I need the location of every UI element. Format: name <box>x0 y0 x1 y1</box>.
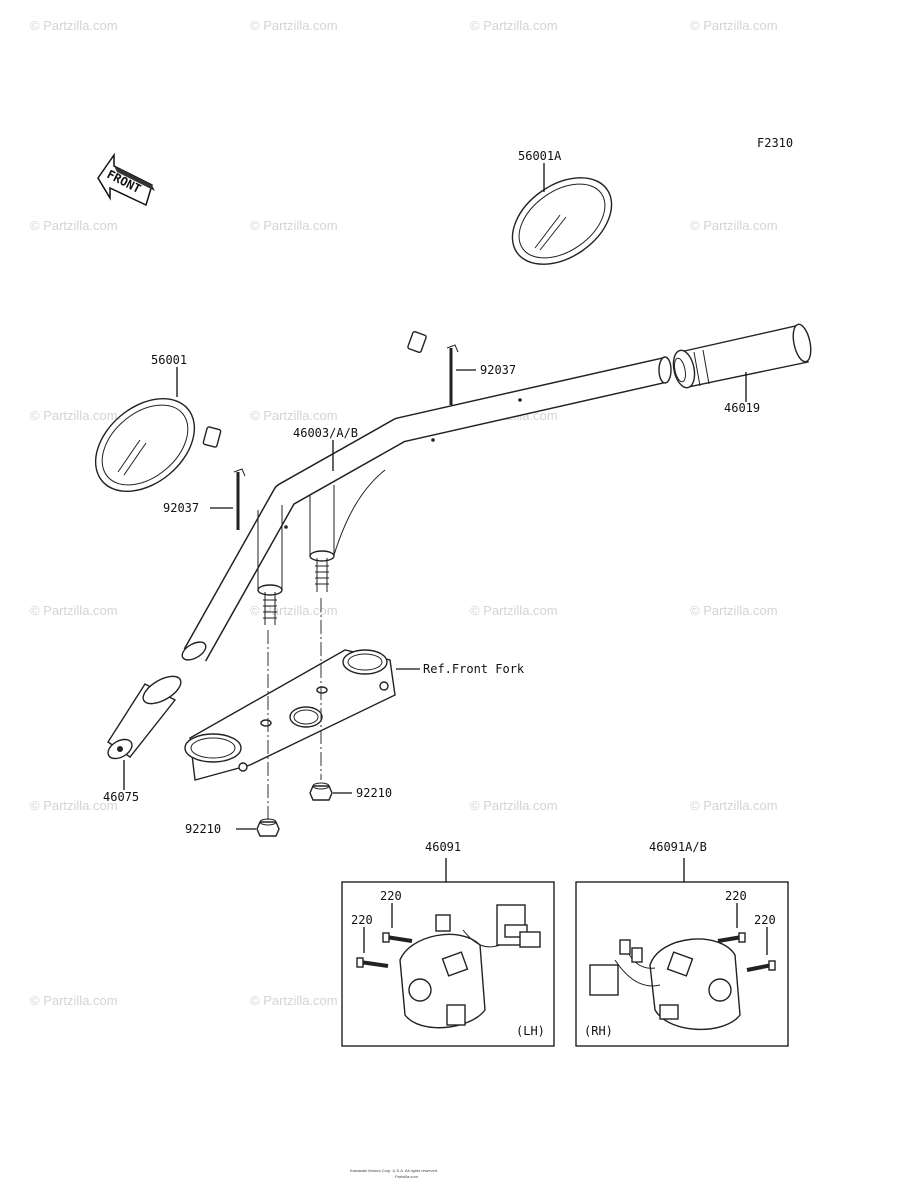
watermark: © Partzilla.com <box>30 218 118 233</box>
watermark: © Partzilla.com <box>250 408 338 423</box>
part-label-220-rh-upper: 220 <box>725 889 747 903</box>
watermark: © Partzilla.com <box>30 603 118 618</box>
cable-band-upper <box>446 344 459 405</box>
part-label-46091ab: 46091A/B <box>649 840 707 854</box>
footer-copyright: Kawasaki Motors Corp. U.S.A. All rights … <box>350 1168 438 1173</box>
part-label-46091: 46091 <box>425 840 461 854</box>
handlebar <box>181 356 672 662</box>
watermark: © Partzilla.com <box>30 408 118 423</box>
watermark: © Partzilla.com <box>250 18 338 33</box>
part-label-220-lh-upper: 220 <box>380 889 402 903</box>
nut-left <box>256 818 280 837</box>
screw-rh-upper <box>717 932 746 943</box>
watermark: © Partzilla.com <box>470 603 558 618</box>
part-label-46019: 46019 <box>724 401 760 415</box>
watermark: © Partzilla.com <box>470 798 558 813</box>
part-label-92210-right: 92210 <box>356 786 392 800</box>
left-mirror <box>94 398 224 492</box>
watermark: © Partzilla.com <box>690 798 778 813</box>
left-grip <box>107 675 182 760</box>
part-label-56001: 56001 <box>151 353 187 367</box>
part-label-92037-lower: 92037 <box>163 501 199 515</box>
screw-lh-lower <box>356 957 389 968</box>
footer-source: Partzilla.com <box>395 1174 419 1179</box>
part-label-92210-left: 92210 <box>185 822 221 836</box>
watermark: © Partzilla.com <box>250 993 338 1008</box>
watermark: © Partzilla.com <box>470 18 558 33</box>
switch-lh-tag: (LH) <box>516 1024 545 1038</box>
switch-rh-tag: (RH) <box>584 1024 613 1038</box>
left-handlebar-switch <box>399 904 541 1029</box>
watermark: © Partzilla.com <box>690 18 778 33</box>
watermark: © Partzilla.com <box>690 218 778 233</box>
front-arrow-icon: FRONT <box>97 152 155 207</box>
diagram-code: F2310 <box>757 136 793 150</box>
screw-lh-upper <box>382 932 413 943</box>
watermark: © Partzilla.com <box>690 603 778 618</box>
watermark-layer: © Partzilla.com © Partzilla.com © Partzi… <box>30 18 778 1008</box>
watermark: © Partzilla.com <box>30 18 118 33</box>
part-label-92037-upper: 92037 <box>480 363 516 377</box>
watermark: © Partzilla.com <box>30 798 118 813</box>
cable-band-lower <box>233 468 246 530</box>
part-label-46075: 46075 <box>103 790 139 804</box>
part-label-220-lh-lower: 220 <box>351 913 373 927</box>
part-label-56001a: 56001A <box>518 149 562 163</box>
nut-right <box>309 782 333 801</box>
right-handlebar-switch <box>589 938 741 1031</box>
part-label-front-fork-ref: Ref.Front Fork <box>423 662 525 676</box>
part-label-46003: 46003/A/B <box>293 426 358 440</box>
watermark: © Partzilla.com <box>250 218 338 233</box>
screw-rh-lower <box>746 960 776 972</box>
right-grip <box>672 323 812 389</box>
watermark: © Partzilla.com <box>30 993 118 1008</box>
watermark: © Partzilla.com <box>250 603 338 618</box>
part-label-220-rh-lower: 220 <box>754 913 776 927</box>
right-mirror <box>407 177 613 353</box>
upper-fork-bracket <box>184 649 396 781</box>
